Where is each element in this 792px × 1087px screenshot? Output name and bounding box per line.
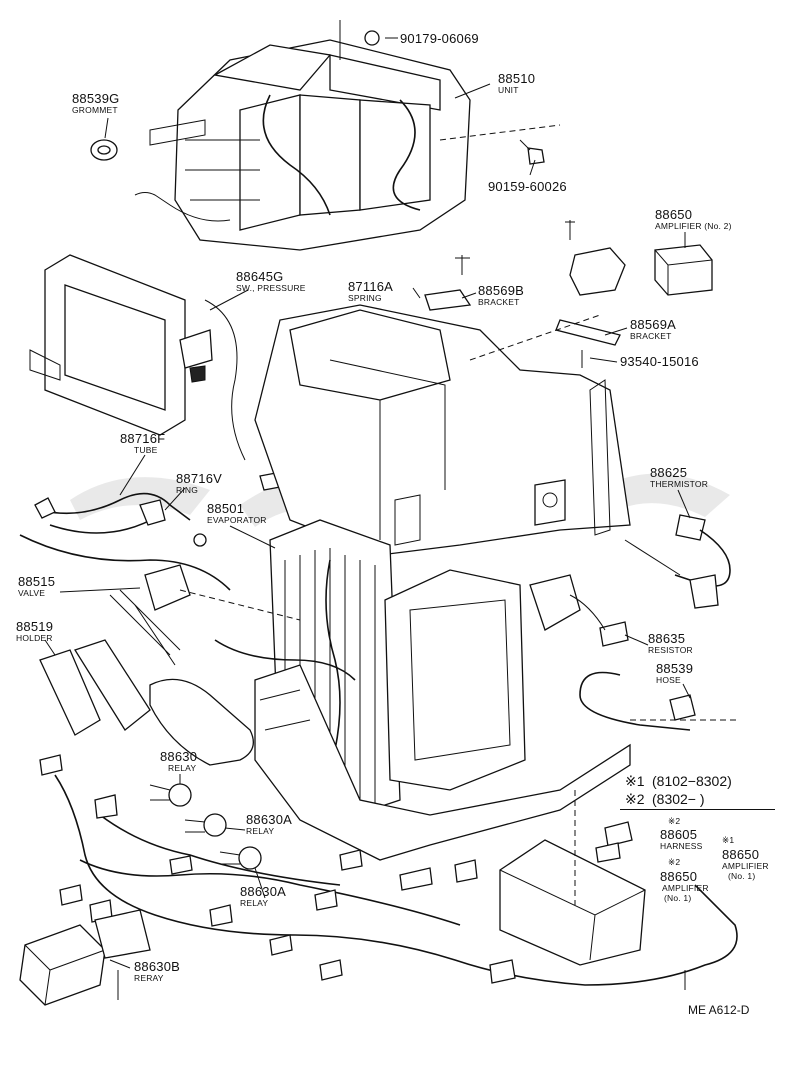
part-88539g-name: GROMMET	[72, 105, 118, 115]
part-88630a1-name: RELAY	[246, 826, 275, 836]
harness	[39, 754, 738, 986]
note-underline	[620, 809, 775, 810]
part-88630b-name: RERAY	[134, 973, 164, 983]
note-2-range: (8302− )	[652, 791, 705, 807]
part-88605-marker: ※2	[668, 816, 681, 826]
part-88519-number: 88519	[16, 619, 54, 634]
part-88605-number: 88605	[660, 827, 698, 842]
amplifier-no1	[499, 821, 646, 966]
unit-assembly	[134, 20, 471, 251]
brackets	[424, 220, 626, 368]
diagram-code: ME A612-D	[688, 1003, 750, 1017]
holders	[39, 604, 254, 766]
part-88650-amp1-sub: (No. 1)	[728, 871, 756, 881]
part-88630-name: RELAY	[168, 763, 197, 773]
part-88645g-number: 88645G	[236, 269, 284, 284]
part-87116a-name: SPRING	[348, 293, 382, 303]
part-88650-amp1b-sub: (No. 1)	[664, 893, 692, 903]
part-88635-name: RESISTOR	[648, 645, 693, 655]
part-88650-amp1b-number: 88650	[660, 869, 698, 884]
relays	[149, 783, 262, 870]
part-87116a-number: 87116A	[348, 279, 394, 294]
part-88501-name: EVAPORATOR	[207, 515, 267, 525]
part-88650-amp2-name: AMPLIFIER (No. 2)	[655, 221, 732, 231]
part-88539-number: 88539	[656, 661, 694, 676]
part-88625-number: 88625	[650, 465, 688, 480]
part-88650-amp1b-marker: ※2	[668, 857, 681, 867]
amplifier-no2	[654, 244, 713, 296]
part-88569a-name: BRACKET	[630, 331, 672, 341]
grommet	[90, 139, 118, 161]
relay-block	[19, 909, 686, 1006]
part-88569b-name: BRACKET	[478, 297, 520, 307]
part-88625-name: THERMISTOR	[650, 479, 709, 489]
part-88645g-name: SW., PRESSURE	[236, 283, 306, 293]
note-2-marker: ※2	[625, 791, 645, 807]
part-88510-number: 88510	[498, 71, 536, 86]
part-88716v-name: RING	[176, 485, 199, 495]
part-88569a-number: 88569A	[630, 317, 677, 332]
part-88630a2-name: RELAY	[240, 898, 269, 908]
cooler-case	[254, 304, 631, 556]
thermistor	[624, 514, 731, 609]
part-88630-number: 88630	[160, 749, 198, 764]
part-88650-amp1-marker: ※1	[722, 835, 735, 845]
part-88519-name: HOLDER	[16, 633, 53, 643]
leader-lines	[44, 37, 691, 969]
part-88515-number: 88515	[18, 574, 56, 589]
note-1-range: (8102−8302)	[652, 773, 732, 789]
part-90159-number: 90159-60026	[488, 179, 567, 194]
part-88650-amp1-number: 88650	[722, 847, 760, 862]
part-88630a2-number: 88630A	[240, 884, 287, 899]
part-88510-name: UNIT	[498, 85, 519, 95]
part-88539-name: HOSE	[656, 675, 681, 685]
tubes	[19, 492, 696, 731]
part-88650-amp2-number: 88650	[655, 207, 693, 222]
center-lines	[179, 25, 740, 905]
resistor	[529, 574, 629, 647]
note-1-marker: ※1	[625, 773, 645, 789]
part-88630b-number: 88630B	[134, 959, 181, 974]
part-88650-amp1b-name: AMPLIFIER	[662, 883, 709, 893]
part-88650-amp1-name: AMPLIFIER	[722, 861, 769, 871]
part-88501-number: 88501	[207, 501, 245, 516]
part-88539g-number: 88539G	[72, 91, 120, 106]
lower-case	[254, 569, 631, 861]
part-88515-name: VALVE	[18, 588, 46, 598]
part-93540-number: 93540-15016	[620, 354, 699, 369]
part-88716f-name: TUBE	[134, 445, 158, 455]
duct-frame	[29, 254, 186, 436]
part-90179-number: 90179-06069	[400, 31, 479, 46]
part-88716v-number: 88716V	[176, 471, 223, 486]
screw-90159	[519, 139, 545, 165]
part-88605-name: HARNESS	[660, 841, 703, 851]
part-88569b-number: 88569B	[478, 283, 525, 298]
part-88635-number: 88635	[648, 631, 686, 646]
part-88630a1-number: 88630A	[246, 812, 293, 827]
part-88716f-number: 88716F	[120, 431, 166, 446]
